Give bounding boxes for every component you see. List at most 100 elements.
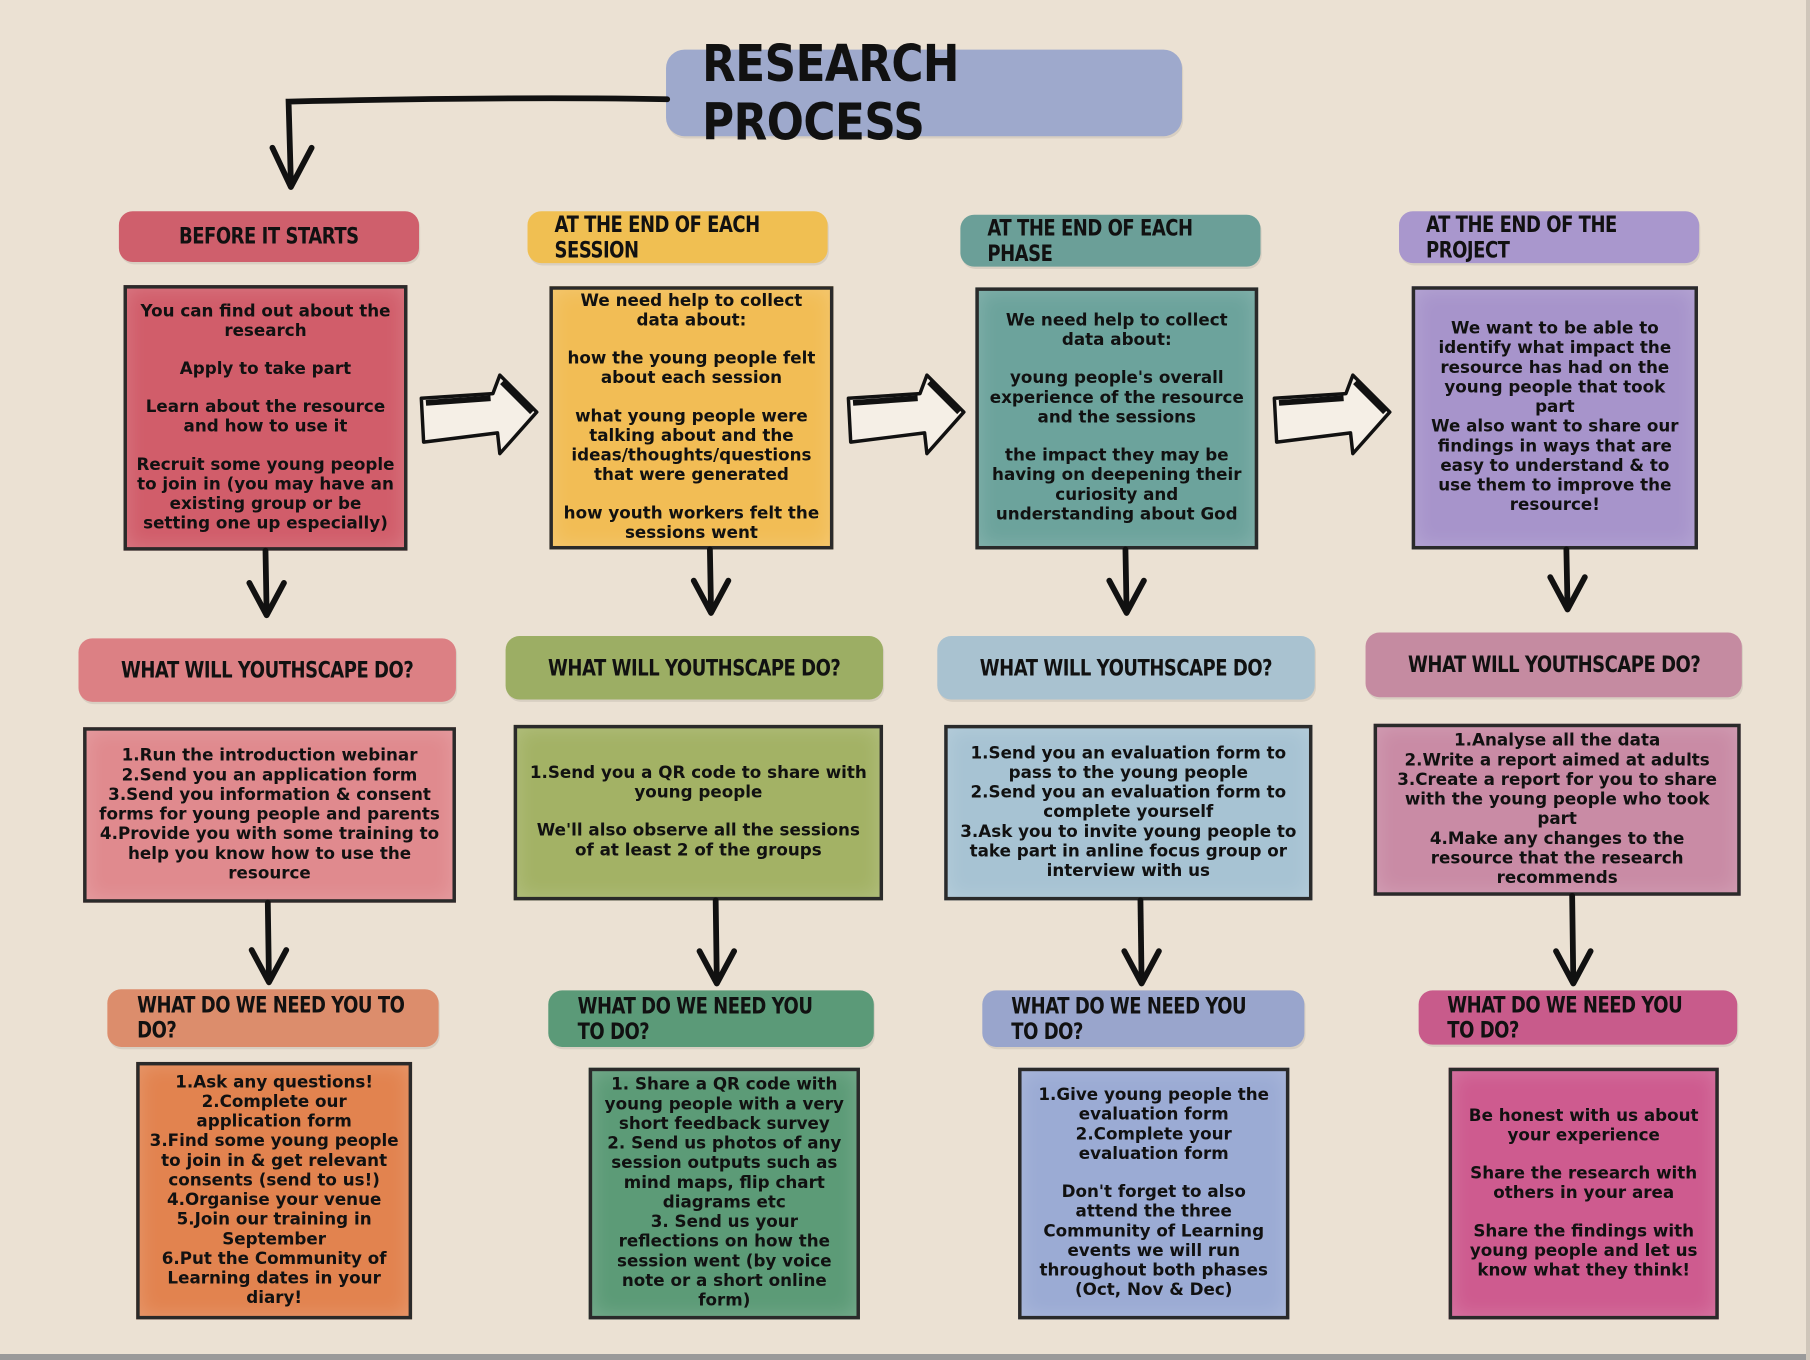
info-box-2: We need help to collect data about:how t… — [549, 286, 834, 550]
info-box-2-line: how the young people felt about each ses… — [567, 349, 816, 388]
column-header-3-text: At the end of each phase — [987, 215, 1193, 267]
need-header-1: What do we need you to do? — [107, 989, 439, 1047]
arrow-down-icon — [1553, 892, 1594, 987]
info-box-3: We need help to collect data about: young… — [975, 287, 1259, 550]
need-box-2: 1. Share a QR code with young people wit… — [588, 1067, 860, 1320]
info-box-2-line: how youth workers felt the sessions went — [563, 504, 820, 543]
youthscape-box-2-line: 1.Send you a QR code to share with young… — [529, 764, 867, 803]
need-box-4-line: Share the findings with young people and… — [1469, 1221, 1698, 1280]
youthscape-header-4-text: What will Youthscape do? — [1407, 652, 1701, 678]
need-box-2-line: 2. Send us photos of any session outputs… — [607, 1134, 842, 1213]
need-box-1-line: 6.Put the Community of Learning dates in… — [161, 1249, 387, 1308]
column-header-4-text: At the end of the project — [1426, 211, 1617, 263]
window-bottom-border — [0, 1354, 1810, 1360]
info-box-4-line: We also want to share our findings in wa… — [1431, 417, 1679, 515]
need-box-4-group: Share the research with others in your a… — [1461, 1164, 1706, 1203]
column-header-2-text: At the end of each session — [554, 211, 761, 263]
need-box-3-line: Don't forget to also attend the three Co… — [1039, 1183, 1268, 1300]
youthscape-box-3-line: 2.Send you an evaluation form to complet… — [970, 783, 1287, 822]
info-box-1-line: Recruit some young people to join in (yo… — [136, 455, 395, 533]
need-header-4: What do we need you to do? — [1418, 990, 1738, 1045]
youthscape-box-1-line: 2.Send you an application form — [121, 765, 418, 785]
arrow-right-icon — [846, 373, 966, 456]
youthscape-box-1-line: 3.Send you information & consent forms f… — [99, 785, 440, 824]
need-box-1-line: 1.Ask any questions! — [175, 1072, 374, 1092]
info-box-1-group: Recruit some young people to join in (yo… — [136, 455, 395, 533]
need-box-2-line: 1. Share a QR code with young people wit… — [604, 1075, 844, 1134]
youthscape-box-3-line: 1.Send you an evaluation form to pass to… — [970, 743, 1287, 783]
info-box-4: We want to be able to identify what impa… — [1411, 286, 1698, 550]
need-box-4-group: Share the findings with young people and… — [1461, 1222, 1706, 1281]
column-header-1-text: Before it starts — [179, 223, 359, 250]
youthscape-box-3-line: 3.Ask you to invite young people to take… — [960, 822, 1297, 881]
youthscape-box-2-line: We'll also observe all the sessions of a… — [536, 821, 860, 860]
info-box-3-line: young people's overall experience of the… — [989, 369, 1244, 428]
arrow-down-icon — [248, 899, 290, 986]
info-box-2-group: how the young people felt about each ses… — [562, 350, 821, 389]
info-box-1-group: You can find out about the research — [136, 302, 395, 341]
need-header-2: What do we need you to do? — [548, 990, 874, 1047]
info-box-1-line: Apply to take part — [179, 359, 352, 379]
youthscape-header-1: What will Youthscape do? — [78, 638, 456, 702]
column-header-4: At the end of the project — [1399, 211, 1700, 264]
title-text: RESEARCH PROCESS — [702, 34, 959, 152]
column-header-2: At the end of each session — [527, 211, 828, 264]
youthscape-header-3: What will Youthscape do? — [937, 636, 1315, 700]
youthscape-header-2: What will Youthscape do? — [505, 636, 884, 700]
arrow-down-icon — [1547, 546, 1588, 613]
info-box-1-group: Apply to take part — [180, 360, 351, 380]
arrow-right-icon — [1272, 373, 1392, 456]
youthscape-box-4-line: 3.Create a report for you to share with … — [1397, 770, 1718, 829]
need-header-1-text: What do we need you to do? — [137, 992, 405, 1044]
info-box-3-group: the impact they may be having on deepeni… — [988, 447, 1245, 525]
info-box-1-group: Learn about the resource and how to use … — [136, 398, 395, 437]
youthscape-box-4-line: 4.Make any changes to the resource that … — [1429, 829, 1685, 888]
info-box-2-group: how youth workers felt the sessions went — [562, 504, 821, 543]
youthscape-box-2-group: We'll also observe all the sessions of a… — [526, 822, 870, 861]
youthscape-box-1-line: 4.Provide you with some training to help… — [99, 824, 440, 883]
need-box-4-line: Share the research with others in your a… — [1470, 1164, 1698, 1203]
arrow-title-to-first-column — [269, 95, 671, 190]
youthscape-box-4-line: 2.Write a report aimed at adults — [1404, 750, 1710, 770]
youthscape-header-4: What will Youthscape do? — [1365, 632, 1742, 698]
info-box-3-line: the impact they may be having on deepeni… — [992, 446, 1242, 525]
arrow-down-icon — [1121, 897, 1162, 987]
youthscape-header-3-text: What will Youthscape do? — [979, 655, 1273, 681]
need-box-3-line: 1.Give young people the evaluation form — [1038, 1086, 1270, 1125]
arrow-right-icon — [419, 373, 539, 456]
youthscape-header-1-text: What will Youthscape do? — [121, 657, 414, 683]
need-box-3-line: 2.Complete your evaluation form — [1075, 1125, 1232, 1164]
need-box-2-line: 3. Send us your reflections on how the s… — [617, 1213, 832, 1311]
window-right-border — [1806, 0, 1810, 1360]
youthscape-header-2-text: What will Youthscape do? — [548, 655, 841, 681]
info-box-2-group: what young people were talking about and… — [562, 407, 821, 485]
youthscape-box-1-line: 1.Run the introduction webinar — [121, 746, 418, 765]
need-box-1-line: 3.Find some young people to join in & ge… — [149, 1131, 399, 1190]
info-box-3-line: We need help to collect data about: — [1005, 311, 1228, 350]
info-box-4-group: We want to be able to identify what impa… — [1424, 320, 1685, 516]
need-box-1-line: 4.Organise your venue — [166, 1190, 382, 1210]
arrow-down-icon — [1106, 546, 1147, 616]
youthscape-box-2: 1.Send you a QR code to share with young… — [513, 724, 884, 901]
youthscape-box-2-group: 1.Send you a QR code to share with young… — [526, 764, 870, 803]
need-box-1-group: 1.Ask any questions!2.Complete our appli… — [149, 1073, 399, 1308]
arrow-down-icon — [696, 897, 738, 987]
info-box-4-line: We want to be able to identify what impa… — [1438, 319, 1672, 417]
need-header-4-text: What do we need you to do? — [1447, 992, 1683, 1043]
youthscape-box-3: 1.Send you an evaluation form to pass to… — [944, 724, 1313, 901]
need-box-3-group: Don't forget to also attend the three Co… — [1031, 1183, 1277, 1301]
need-header-2-text: What do we need you to do? — [577, 993, 813, 1045]
need-box-4-group: Be honest with us about your experience — [1461, 1106, 1706, 1145]
info-box-1-line: You can find out about the research — [140, 301, 391, 340]
column-header-1: Before it starts — [118, 211, 420, 263]
arrow-down-icon — [246, 547, 287, 619]
need-box-1-line: 2.Complete our application form — [196, 1092, 352, 1131]
